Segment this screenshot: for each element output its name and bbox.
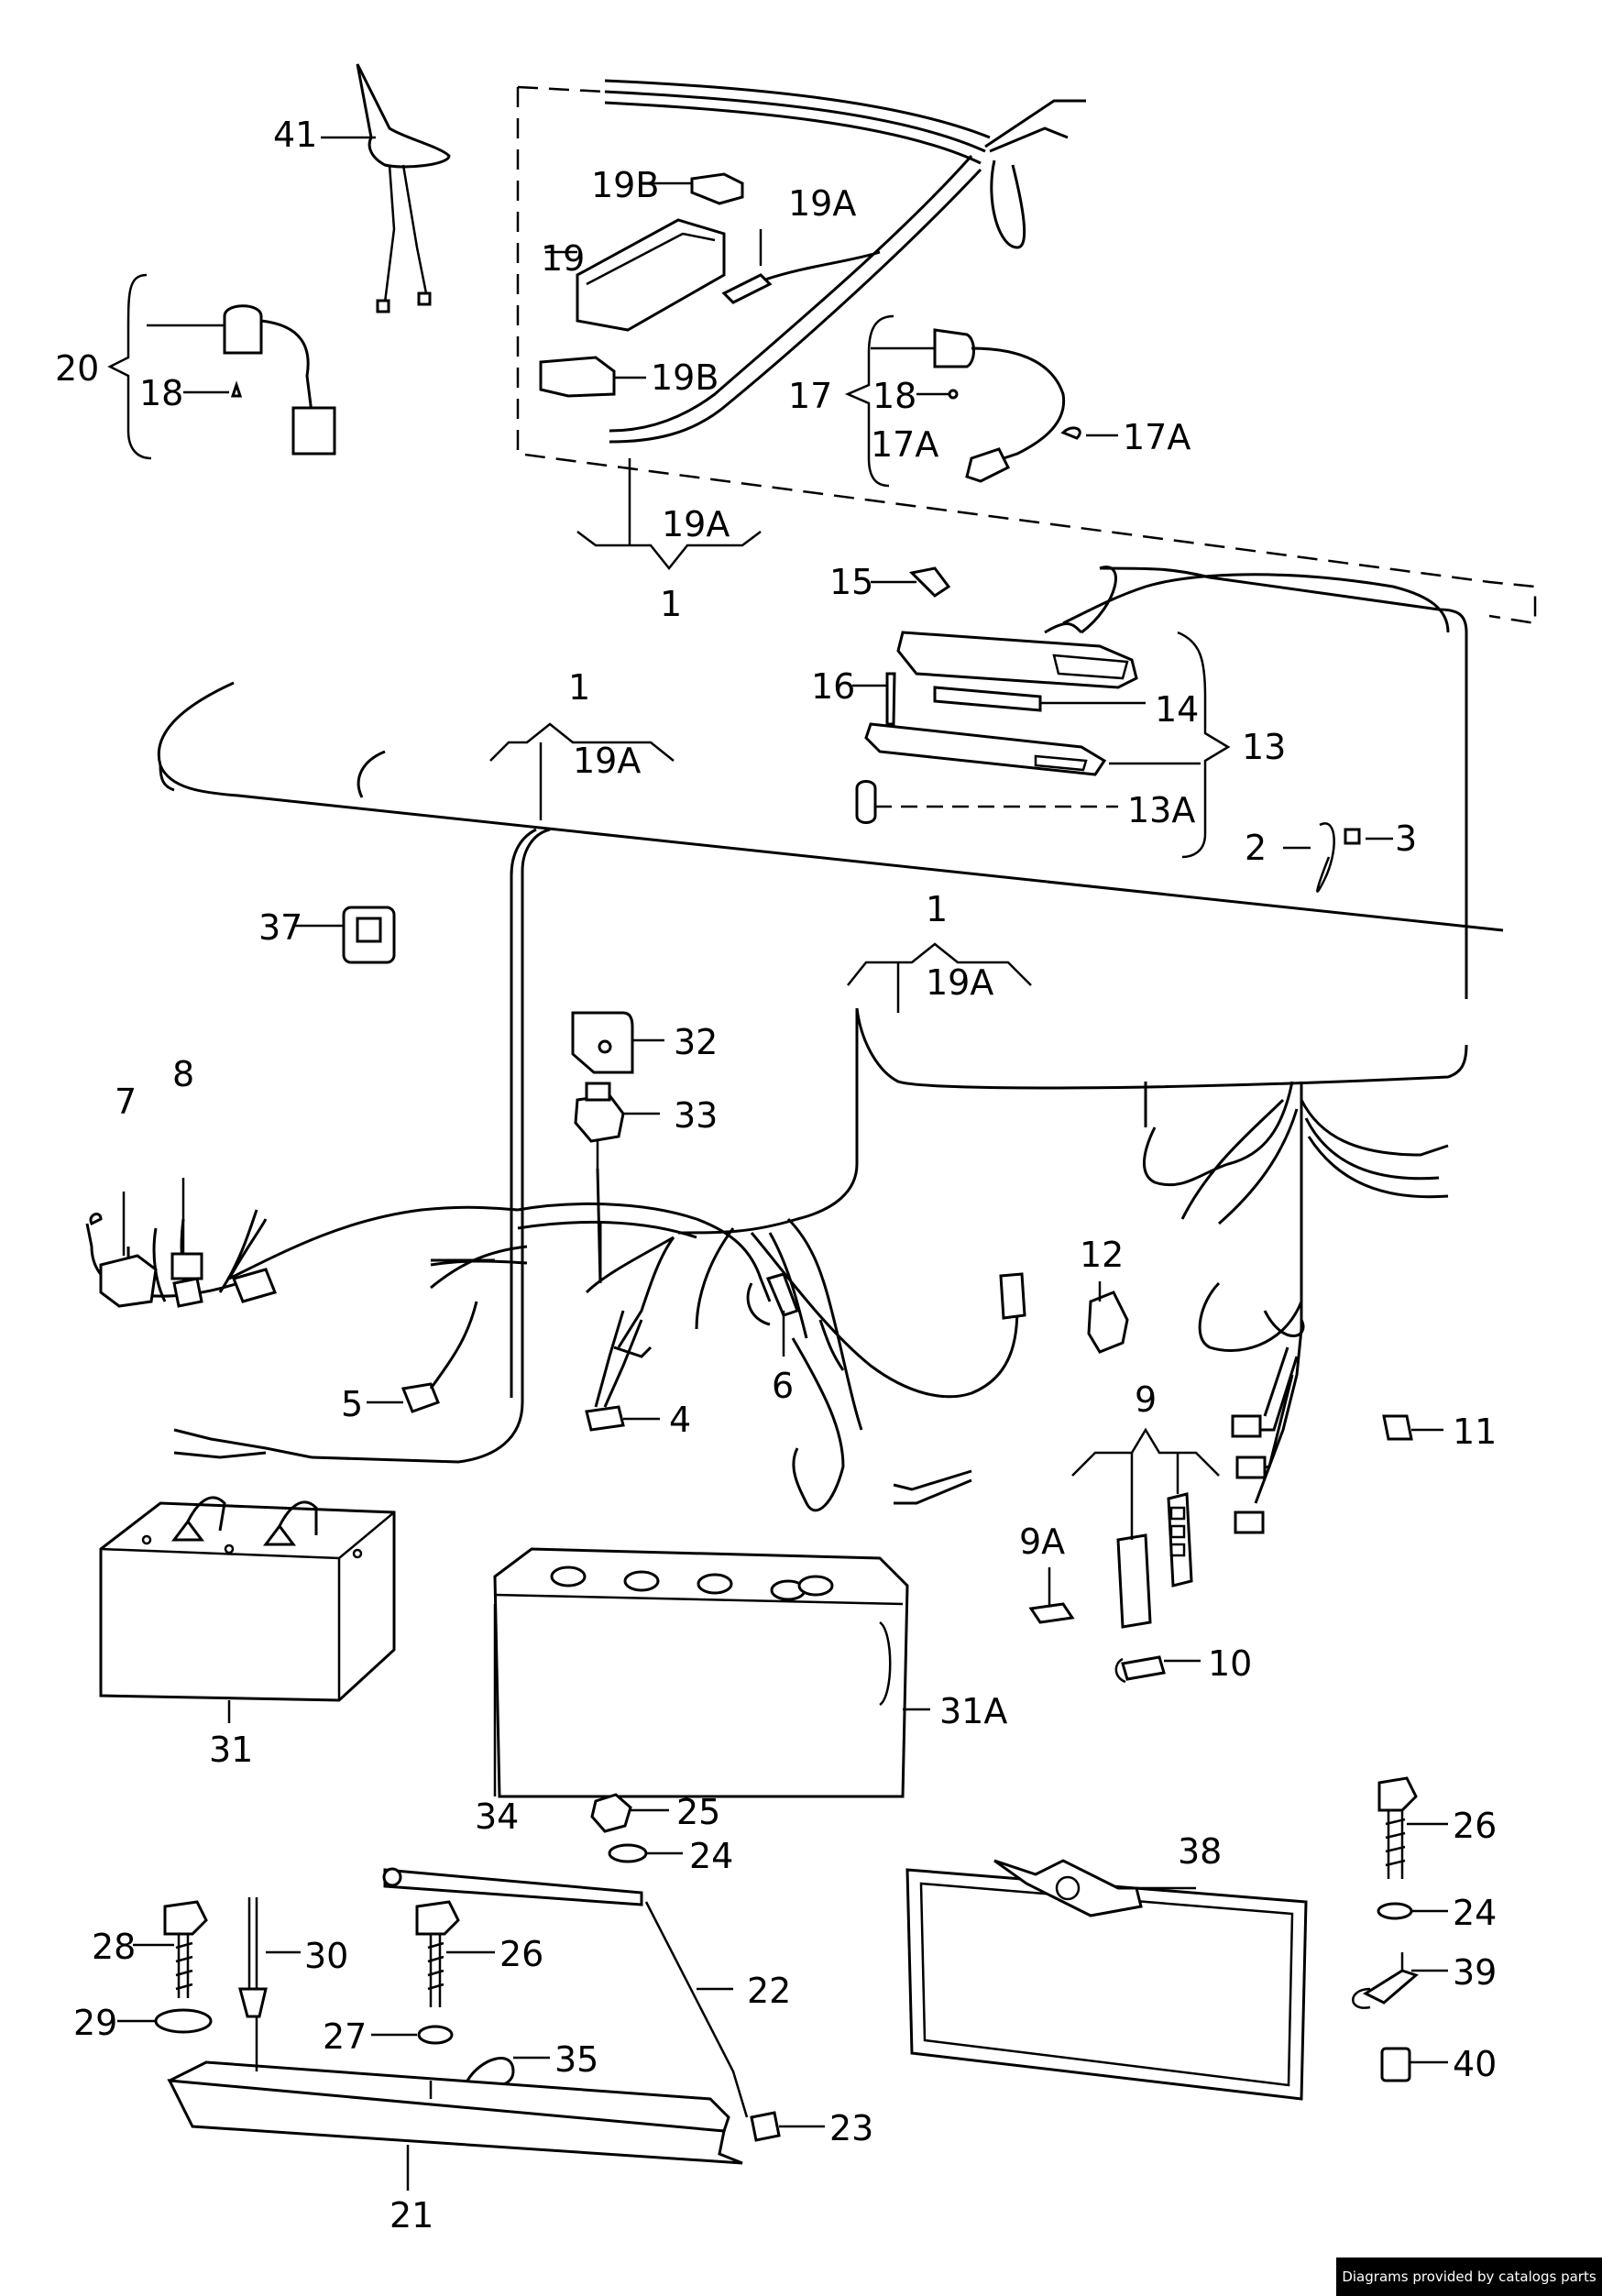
label-40: 40 <box>1453 2044 1497 2084</box>
part-labels: 41 19B 19A 19 19B 20 18 17 18 17A 17A 19… <box>55 115 1497 2236</box>
label-11: 11 <box>1453 1412 1497 1452</box>
antenna-41 <box>321 63 451 313</box>
label-5: 5 <box>341 1384 363 1424</box>
label-8: 8 <box>172 1054 194 1094</box>
label-33: 33 <box>674 1095 718 1136</box>
label-32: 32 <box>674 1022 718 1062</box>
label-16: 16 <box>811 666 855 707</box>
bracket-1-left <box>489 722 675 820</box>
label-18-left: 18 <box>139 373 183 413</box>
label-17A-clip: 17A <box>1123 417 1191 457</box>
label-15: 15 <box>829 562 873 602</box>
bracket-32-switch-33 <box>571 1011 664 1284</box>
assembly-boundary <box>516 85 1537 625</box>
label-17: 17 <box>788 376 832 416</box>
label-31: 31 <box>209 1730 253 1770</box>
label-24-right: 24 <box>1453 1893 1497 1933</box>
connectors-4-5-6 <box>367 1272 845 1432</box>
label-28: 28 <box>92 1927 136 1967</box>
label-19A-left: 19A <box>573 741 641 781</box>
fuse-parts-9-12 <box>999 1272 1443 1684</box>
label-2: 2 <box>1245 828 1267 868</box>
label-1-left: 1 <box>568 667 590 708</box>
label-9: 9 <box>1135 1379 1157 1420</box>
label-22: 22 <box>747 1971 791 2011</box>
label-19A-bracket-top: 19A <box>662 504 730 544</box>
label-12: 12 <box>1080 1235 1124 1275</box>
lamp-20 <box>107 273 336 460</box>
label-35: 35 <box>554 2039 598 2080</box>
sensor-17 <box>844 314 1118 488</box>
battery-31A <box>493 1547 930 1798</box>
label-19A-mid: 19A <box>926 962 993 1003</box>
label-24-mid: 24 <box>689 1836 733 1876</box>
relay-37 <box>293 906 396 964</box>
main-harness <box>157 681 1504 1512</box>
label-21: 21 <box>390 2195 433 2236</box>
label-27: 27 <box>323 2016 367 2057</box>
label-6: 6 <box>772 1366 794 1406</box>
label-23: 23 <box>829 2108 873 2148</box>
label-1-top: 1 <box>660 584 682 624</box>
battery-31 <box>99 1496 396 1723</box>
label-34: 34 <box>475 1796 519 1837</box>
label-10: 10 <box>1208 1643 1252 1684</box>
label-9A: 9A <box>1019 1522 1065 1562</box>
dome-lamp-13 <box>852 566 1450 859</box>
label-19: 19 <box>541 238 585 279</box>
mounting-hardware <box>117 1776 1448 2191</box>
bracket-1-upper <box>576 458 762 571</box>
label-26-mid: 26 <box>499 1934 543 1974</box>
label-30: 30 <box>304 1936 348 1976</box>
label-14: 14 <box>1155 689 1199 730</box>
battery-frame-38 <box>905 1859 1308 2101</box>
label-18-right: 18 <box>872 376 916 416</box>
label-13: 13 <box>1242 727 1286 767</box>
label-37: 37 <box>258 907 302 948</box>
footer-credit: Diagrams provided by catalogs parts <box>1336 2258 1602 2296</box>
label-31A: 31A <box>939 1691 1007 1731</box>
label-17A: 17A <box>871 424 938 465</box>
label-29: 29 <box>73 2003 117 2043</box>
label-4: 4 <box>669 1400 691 1440</box>
label-3: 3 <box>1395 818 1417 859</box>
label-39: 39 <box>1453 1952 1497 1993</box>
label-1-mid: 1 <box>926 889 948 929</box>
relays-7-8 <box>89 1178 278 1308</box>
bracket-1-mid <box>847 942 1032 1013</box>
label-19A: 19A <box>788 183 856 224</box>
label-41: 41 <box>273 115 317 155</box>
label-38: 38 <box>1178 1831 1222 1872</box>
label-25: 25 <box>676 1792 720 1832</box>
roof-harness <box>604 79 1468 999</box>
label-7: 7 <box>115 1082 137 1122</box>
control-unit-19 <box>539 172 881 398</box>
label-26-right: 26 <box>1453 1806 1497 1846</box>
label-19B: 19B <box>591 165 659 205</box>
clips-2-3 <box>1283 822 1393 893</box>
label-19B-lower: 19B <box>651 357 719 398</box>
label-20: 20 <box>55 348 99 389</box>
label-13A: 13A <box>1127 790 1195 830</box>
